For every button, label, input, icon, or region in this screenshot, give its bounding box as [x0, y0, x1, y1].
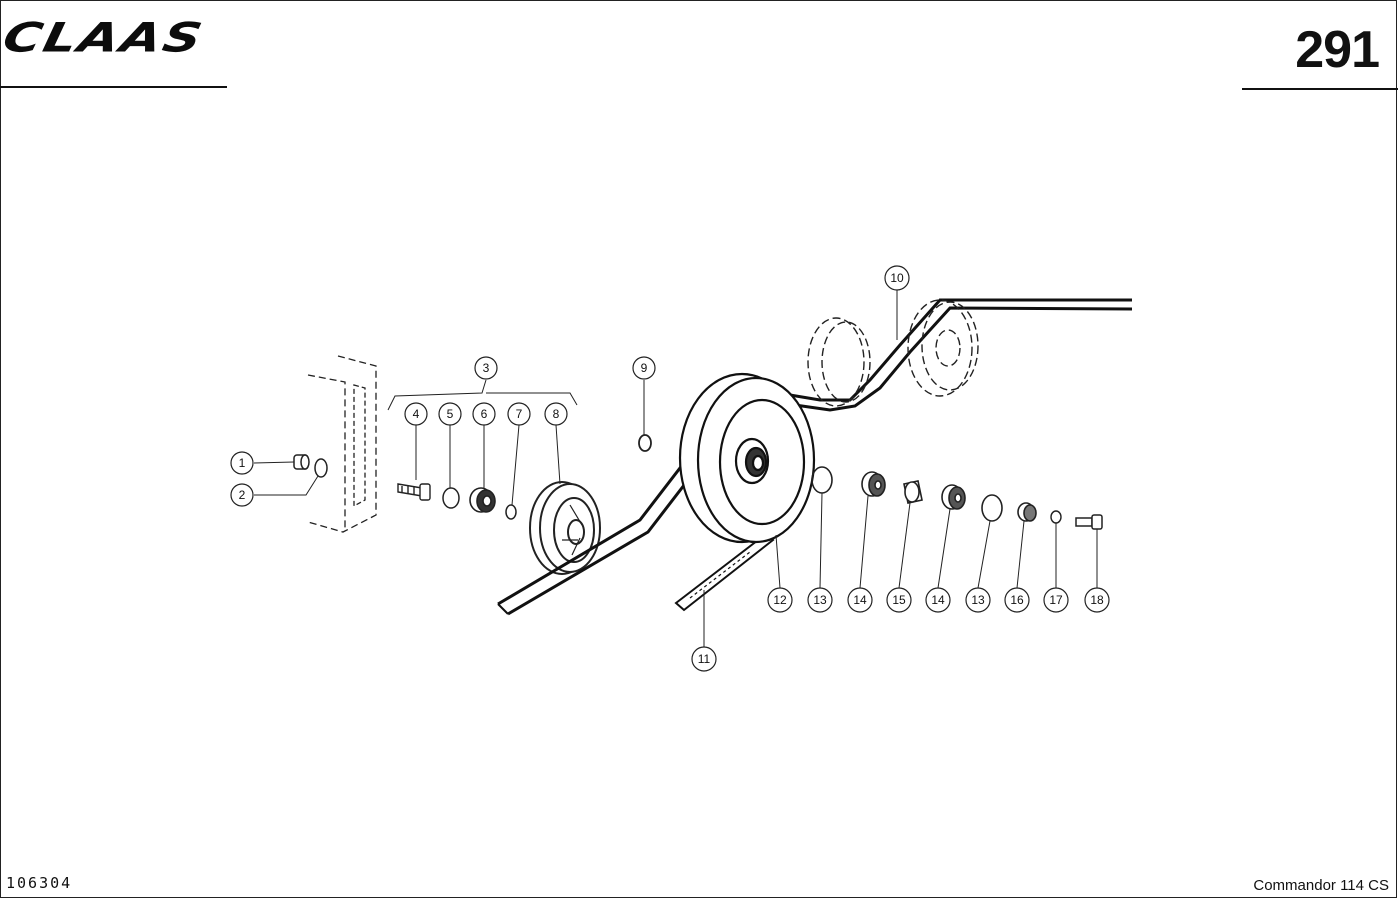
part-circlip-13b [981, 494, 1003, 522]
callout-4: 4 [404, 402, 428, 426]
part-idler-pulley-8 [529, 481, 601, 575]
svg-text:17: 17 [1049, 593, 1063, 607]
part-bearing-6 [469, 487, 496, 513]
callout-3: 3 [474, 356, 498, 380]
svg-text:13: 13 [813, 593, 827, 607]
mounting-bracket [307, 355, 377, 533]
header-rule-left [0, 86, 227, 88]
part-ring-5 [442, 487, 460, 509]
svg-text:3: 3 [483, 361, 490, 375]
callout-5: 5 [438, 402, 462, 426]
part-main-pulley-12 [678, 372, 816, 544]
svg-text:16: 16 [1010, 593, 1024, 607]
callout-10: 10 [884, 265, 910, 291]
reference-pulleys [807, 299, 979, 407]
svg-text:11: 11 [698, 652, 711, 666]
svg-text:13: 13 [971, 593, 985, 607]
svg-text:18: 18 [1090, 593, 1104, 607]
svg-text:15: 15 [892, 593, 906, 607]
callout-13b: 13 [965, 587, 991, 613]
callout-6: 6 [472, 402, 496, 426]
part-stud-4 [397, 483, 431, 501]
svg-text:1: 1 [239, 456, 246, 470]
callout-18: 18 [1084, 587, 1110, 613]
svg-text:4: 4 [413, 407, 420, 421]
callout-16: 16 [1004, 587, 1030, 613]
callout-7: 7 [507, 402, 531, 426]
callout-8: 8 [544, 402, 568, 426]
svg-text:14: 14 [853, 593, 867, 607]
part-spacer-15 [903, 480, 923, 504]
callout-11: 11 [691, 646, 717, 672]
callout-9: 9 [632, 356, 656, 380]
document-id: 106304 [6, 874, 73, 892]
svg-text:8: 8 [553, 407, 560, 421]
callouts: 1 2 3 4 5 6 7 8 9 10 11 12 13 14 15 14 1… [230, 265, 1110, 672]
callout-15: 15 [886, 587, 912, 613]
belt-11 [674, 532, 775, 612]
svg-text:12: 12 [773, 593, 787, 607]
model-name: Commandor 114 CS [1253, 877, 1389, 894]
svg-text:10: 10 [890, 271, 904, 285]
svg-text:2: 2 [239, 488, 246, 502]
callout-12: 12 [767, 587, 793, 613]
svg-text:7: 7 [516, 407, 523, 421]
callout-13a: 13 [807, 587, 833, 613]
svg-text:5: 5 [447, 407, 454, 421]
callout-14a: 14 [847, 587, 873, 613]
part-circlip-13a [811, 466, 833, 494]
page-number: 291 [1295, 21, 1380, 79]
svg-text:6: 6 [481, 407, 488, 421]
part-nut-16 [1017, 502, 1037, 522]
header-rule-right [1242, 88, 1398, 90]
part-washer-9 [638, 434, 652, 452]
part-washer-17 [1050, 510, 1062, 524]
part-nut-1 [293, 454, 310, 470]
part-bearing-14a [861, 471, 886, 497]
callout-2: 2 [230, 483, 254, 507]
callout-17: 17 [1043, 587, 1069, 613]
svg-text:9: 9 [641, 361, 648, 375]
leader-lines [253, 290, 1098, 648]
part-bolt-18 [1075, 514, 1103, 530]
part-circlip-7 [505, 504, 517, 520]
callout-14b: 14 [925, 587, 951, 613]
part-bearing-14b [941, 484, 966, 510]
callout-1: 1 [230, 451, 254, 475]
svg-text:14: 14 [931, 593, 945, 607]
part-washer-2 [314, 458, 328, 478]
